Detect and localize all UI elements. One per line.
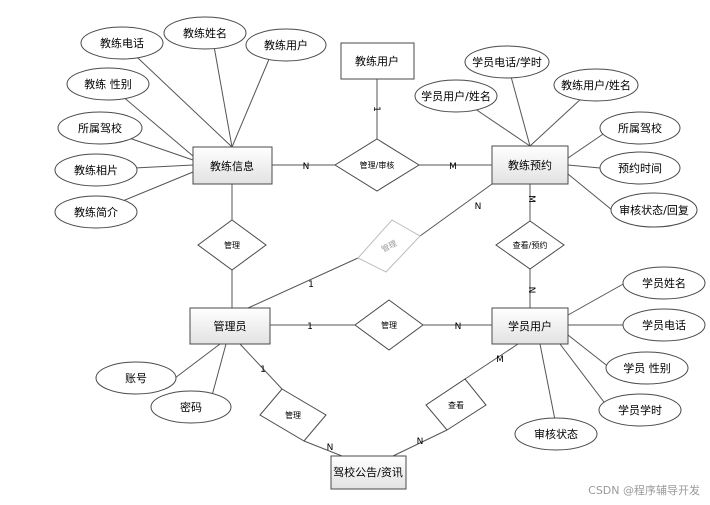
attr-review-status-reply: 审核状态/回复 [610,192,698,228]
attr-password-label: 密码 [180,400,202,414]
attr-stu-gender-label: 学员 性别 [623,361,671,375]
attr-coach-school: 所属驾校 [57,111,143,145]
entity-coach-booking: 教练预约 [491,145,569,185]
attr-coach-name-label: 教练姓名 [183,26,227,40]
entity-student-user-label: 学员用户 [508,319,552,333]
entity-coach-booking-label: 教练预约 [508,158,552,172]
rel-manage-notice-label: 管理 [285,410,301,420]
attr-coach-intro: 教练简介 [54,195,138,229]
attr-stu-phone-label: 学员电话 [642,318,686,332]
card-manage-to-booking: M [449,162,457,172]
card-coach-to-manage: N [303,162,310,172]
line-student-viewrel [464,343,519,380]
attr-stu-user-name-label: 学员用户/姓名 [421,89,491,103]
line-noticerel-notice [303,440,343,457]
line-viewrel-notice [392,429,448,457]
attr-coach-phone: 教练电话 [80,26,164,60]
csdn-watermark: CSDN @程序辅导开发 [588,483,700,497]
rel-manage-coach: 管理 [197,219,267,271]
attr-account-label: 账号 [125,372,147,385]
line-booking-time [567,164,601,169]
card-admin-to-notice-rel: 1 [260,365,266,375]
entity-student-user: 学员用户 [491,307,569,345]
attr-booking-school-label: 所属驾校 [618,121,662,135]
attr-review-status: 审核状态 [514,417,598,451]
rel-manage-coach-label: 管理 [224,240,240,250]
attr-coach-user-name-label: 教练用户/姓名 [561,78,631,92]
entity-admin-label: 管理员 [214,319,247,333]
line-stu-gender [567,334,611,369]
attr-booking-time: 预约时间 [599,151,681,185]
attr-coach-intro-label: 教练简介 [74,205,118,219]
entity-school-notice-label: 驾校公告/资讯 [333,465,403,479]
attr-stu-phone-id: 学员电话/学时 [464,45,550,79]
card-booking-to-view: M [526,195,536,203]
attr-coach-gender-label: 教练 性别 [84,77,132,91]
line-review-status-reply [567,173,613,211]
attr-coach-photo: 教练相片 [54,153,138,187]
line-admin-noticerel [239,343,283,390]
rel-view-notice: 查看 [425,378,487,431]
card-notice-from-view: N [417,437,424,447]
entity-coach-user: 教练用户 [340,42,415,80]
entity-coach-user-label: 教练用户 [355,54,399,68]
attributes: 教练电话 教练姓名 教练用户 教练 性别 所属驾校 教练相片 教练简介 学员电 [54,16,706,451]
entity-school-notice: 驾校公告/资讯 [330,455,407,490]
attr-stu-gender: 学员 性别 [605,351,689,385]
line-booking-faded [419,183,493,237]
line-stu-name [567,282,626,316]
rel-manage-student: 管理 [354,299,424,351]
rel-view-notice-label: 查看 [448,400,464,410]
attr-stu-hours: 学员学时 [598,393,682,427]
line-coach-name [211,34,233,148]
line-coach-phone [121,42,233,148]
line-stu-hours [559,343,611,411]
attr-booking-time-label: 预约时间 [618,162,662,175]
attr-coach-photo-label: 教练相片 [74,163,118,177]
attr-account: 账号 [95,361,177,395]
attr-stu-hours-label: 学员学时 [618,403,662,417]
rel-manage-notice: 管理 [259,388,327,442]
attr-review-status-label: 审核状态 [534,427,578,441]
attr-coach-school-label: 所属驾校 [78,121,122,135]
attr-review-status-reply-label: 审核状态/回复 [619,203,689,217]
attr-coach-phone-label: 教练电话 [100,36,144,50]
attr-stu-name: 学员姓名 [622,266,706,300]
card-coachuser-to-manage: 1 [371,106,381,112]
entity-coach-info-label: 教练信息 [210,159,254,173]
rel-view-booking-label: 查看/预约 [513,240,548,250]
attr-coach-user-name: 教练用户/姓名 [553,68,639,102]
attr-stu-user-name: 学员用户/姓名 [414,79,498,113]
attr-stu-name-label: 学员姓名 [642,276,686,290]
line-faded-admin [247,257,359,309]
attr-coach-user-label: 教练用户 [264,38,308,52]
card-view-to-student: N [526,287,536,294]
card-admin-to-mgmt: 1 [308,280,314,290]
entity-admin: 管理员 [189,307,271,345]
card-notice-from-admin-rel: N [327,443,334,453]
attr-coach-user: 教练用户 [245,28,327,62]
attr-stu-phone: 学员电话 [622,308,706,342]
rel-manage-review: 管理/审核 [334,138,420,192]
rel-view-booking: 查看/预约 [495,220,565,270]
attr-stu-phone-id-label: 学员电话/学时 [472,55,542,69]
line-review-status [539,343,557,426]
card-student-to-view: M [496,355,504,365]
attr-coach-name: 教练姓名 [163,16,247,50]
line-coach-user-attr [231,44,276,148]
entity-coach-info: 教练信息 [192,146,273,185]
cardinalities: N M 1 N 1 M N 1 N 1 N N M [260,106,536,453]
attr-coach-gender: 教练 性别 [66,67,150,101]
card-booking-to-mgmt: N [475,202,482,212]
card-admin-to-student-rel: 1 [307,322,313,332]
card-rel-to-student: N [455,322,462,332]
attr-booking-school: 所属驾校 [599,111,681,145]
rel-manage-review-label: 管理/审核 [360,160,395,170]
line-account [174,343,221,379]
rel-manage-student-label: 管理 [381,320,397,330]
attr-password: 密码 [150,390,232,424]
rel-manage-booking: 管理 [357,219,421,273]
